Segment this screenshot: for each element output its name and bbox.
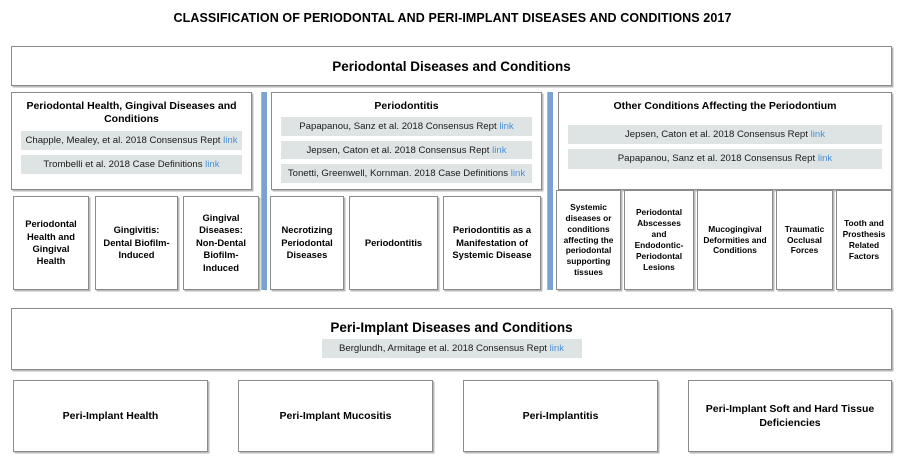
- leaf-periodontitis[interactable]: Periodontitis: [349, 196, 438, 290]
- column-card-other-conditions: Other Conditions Affecting the Periodont…: [558, 92, 892, 190]
- leaf-gingival-diseases-non-dental[interactable]: Gingival Diseases: Non-Dental Biofilm-In…: [183, 196, 259, 290]
- citation-link[interactable]: link: [817, 153, 833, 165]
- leaf-mucogingival-deformities[interactable]: Mucogingival Deformities and Conditions: [697, 190, 773, 290]
- column-divider-left: [261, 92, 267, 290]
- citation-text: Jepsen, Caton et al. 2018 Consensus Rept: [306, 144, 490, 156]
- citation-jepsen[interactable]: Jepsen, Caton et al. 2018 Consensus Rept…: [281, 140, 532, 160]
- citation-papapanou-other[interactable]: Papapanou, Sanz et al. 2018 Consensus Re…: [568, 149, 882, 169]
- citation-link[interactable]: link: [205, 158, 220, 170]
- citation-text: Trombelli et al. 2018 Case Definitions: [43, 158, 203, 170]
- periimplant-banner-title: Peri-Implant Diseases and Conditions: [330, 319, 573, 335]
- citation-jepsen-other[interactable]: Jepsen, Caton et al. 2018 Consensus Rept…: [568, 125, 882, 145]
- leaf-peri-implant-mucositis[interactable]: Peri-Implant Mucositis: [238, 380, 433, 452]
- citation-link[interactable]: link: [499, 121, 514, 133]
- citation-text: Chapple, Mealey, et al. 2018 Consensus R…: [25, 134, 221, 146]
- citation-link[interactable]: link: [810, 129, 825, 141]
- leaf-periodontal-health[interactable]: Periodontal Health and Gingival Health: [13, 196, 89, 290]
- leaf-gingivitis-dental-biofilm[interactable]: Gingivitis: Dental Biofilm-Induced: [95, 196, 178, 290]
- column-card-periodontal-health: Periodontal Health, Gingival Diseases an…: [11, 92, 252, 190]
- citation-tonetti[interactable]: Tonetti, Greenwell, Kornman. 2018 Case D…: [281, 164, 532, 183]
- periodontal-banner-title: Periodontal Diseases and Conditions: [332, 58, 571, 74]
- column-title: Periodontitis: [374, 100, 439, 112]
- column-card-periodontitis: Periodontitis Papapanou, Sanz et al. 201…: [271, 92, 542, 190]
- citation-text: Papapanou, Sanz et al. 2018 Consensus Re…: [617, 153, 816, 165]
- citation-chapple[interactable]: Chapple, Mealey, et al. 2018 Consensus R…: [21, 130, 242, 150]
- citation-text: Papapanou, Sanz et al. 2018 Consensus Re…: [299, 121, 497, 133]
- citation-text: Jepsen, Caton et al. 2018 Consensus Rept: [624, 129, 808, 141]
- column-divider-right: [547, 92, 553, 290]
- citation-text: Tonetti, Greenwell, Kornman. 2018 Case D…: [287, 168, 509, 180]
- periimplant-banner: Peri-Implant Diseases and Conditions Ber…: [11, 308, 892, 370]
- column-title: Periodontal Health, Gingival Diseases an…: [26, 100, 237, 126]
- periodontal-banner: Periodontal Diseases and Conditions: [11, 46, 892, 86]
- leaf-peri-implant-soft-hard-tissue-deficiencies[interactable]: Peri-Implant Soft and Hard Tissue Defici…: [688, 380, 892, 452]
- column-title: Other Conditions Affecting the Periodont…: [613, 100, 837, 112]
- leaf-periodontitis-systemic-disease[interactable]: Periodontitis as a Manifestation of Syst…: [443, 196, 541, 290]
- leaf-tooth-prosthesis-related-factors[interactable]: Tooth and Prosthesis Related Factors: [836, 190, 892, 290]
- citation-link[interactable]: link: [492, 144, 507, 156]
- page-title: CLASSIFICATION OF PERIODONTAL AND PERI-I…: [173, 11, 732, 25]
- citation-trombelli[interactable]: Trombelli et al. 2018 Case Definitions l…: [21, 154, 242, 174]
- leaf-systemic-diseases-supporting-tissues[interactable]: Systemic diseases or conditions affectin…: [556, 190, 621, 290]
- leaf-necrotizing-periodontal-diseases[interactable]: Necrotizing Periodontal Diseases: [270, 196, 344, 290]
- citation-link[interactable]: link: [549, 342, 565, 354]
- leaf-peri-implant-health[interactable]: Peri-Implant Health: [13, 380, 208, 452]
- leaf-periodontal-abscesses-endo-perio-lesions[interactable]: Periodontal Abscesses and Endodontic-Per…: [624, 190, 694, 290]
- citation-berglundh[interactable]: Berglundh, Armitage et al. 2018 Consensu…: [321, 338, 582, 359]
- citation-papapanou[interactable]: Papapanou, Sanz et al. 2018 Consensus Re…: [281, 117, 532, 136]
- citation-text: Berglundh, Armitage et al. 2018 Consensu…: [338, 342, 547, 354]
- citation-link[interactable]: link: [510, 168, 526, 180]
- citation-link[interactable]: link: [223, 134, 238, 146]
- leaf-traumatic-occlusal-forces[interactable]: Traumatic Occlusal Forces: [776, 190, 833, 290]
- leaf-peri-implantitis[interactable]: Peri-Implantitis: [463, 380, 658, 452]
